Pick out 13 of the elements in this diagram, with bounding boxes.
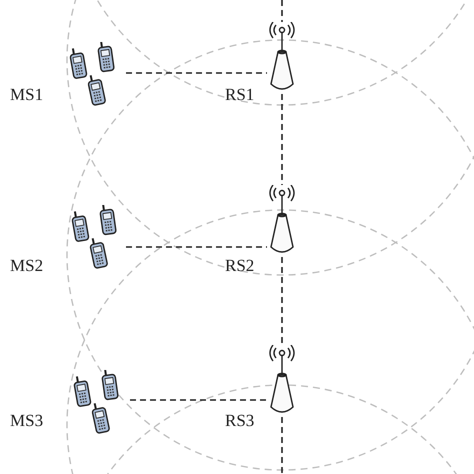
mobile-station-label: MS2 [10, 256, 44, 276]
relay-station-label: RS3 [225, 411, 254, 431]
mobile-station-label: MS3 [10, 411, 44, 431]
connector-line [281, 417, 283, 474]
relay-station-label: RS2 [225, 256, 254, 276]
connector-line [281, 0, 283, 22]
connector-line [126, 72, 267, 74]
connector-line [281, 257, 283, 345]
connector-line [126, 246, 267, 248]
mobile-station-label: MS1 [10, 85, 44, 105]
connector-line [130, 399, 267, 401]
connector-line [281, 94, 283, 185]
relay-station-label: RS1 [225, 85, 254, 105]
